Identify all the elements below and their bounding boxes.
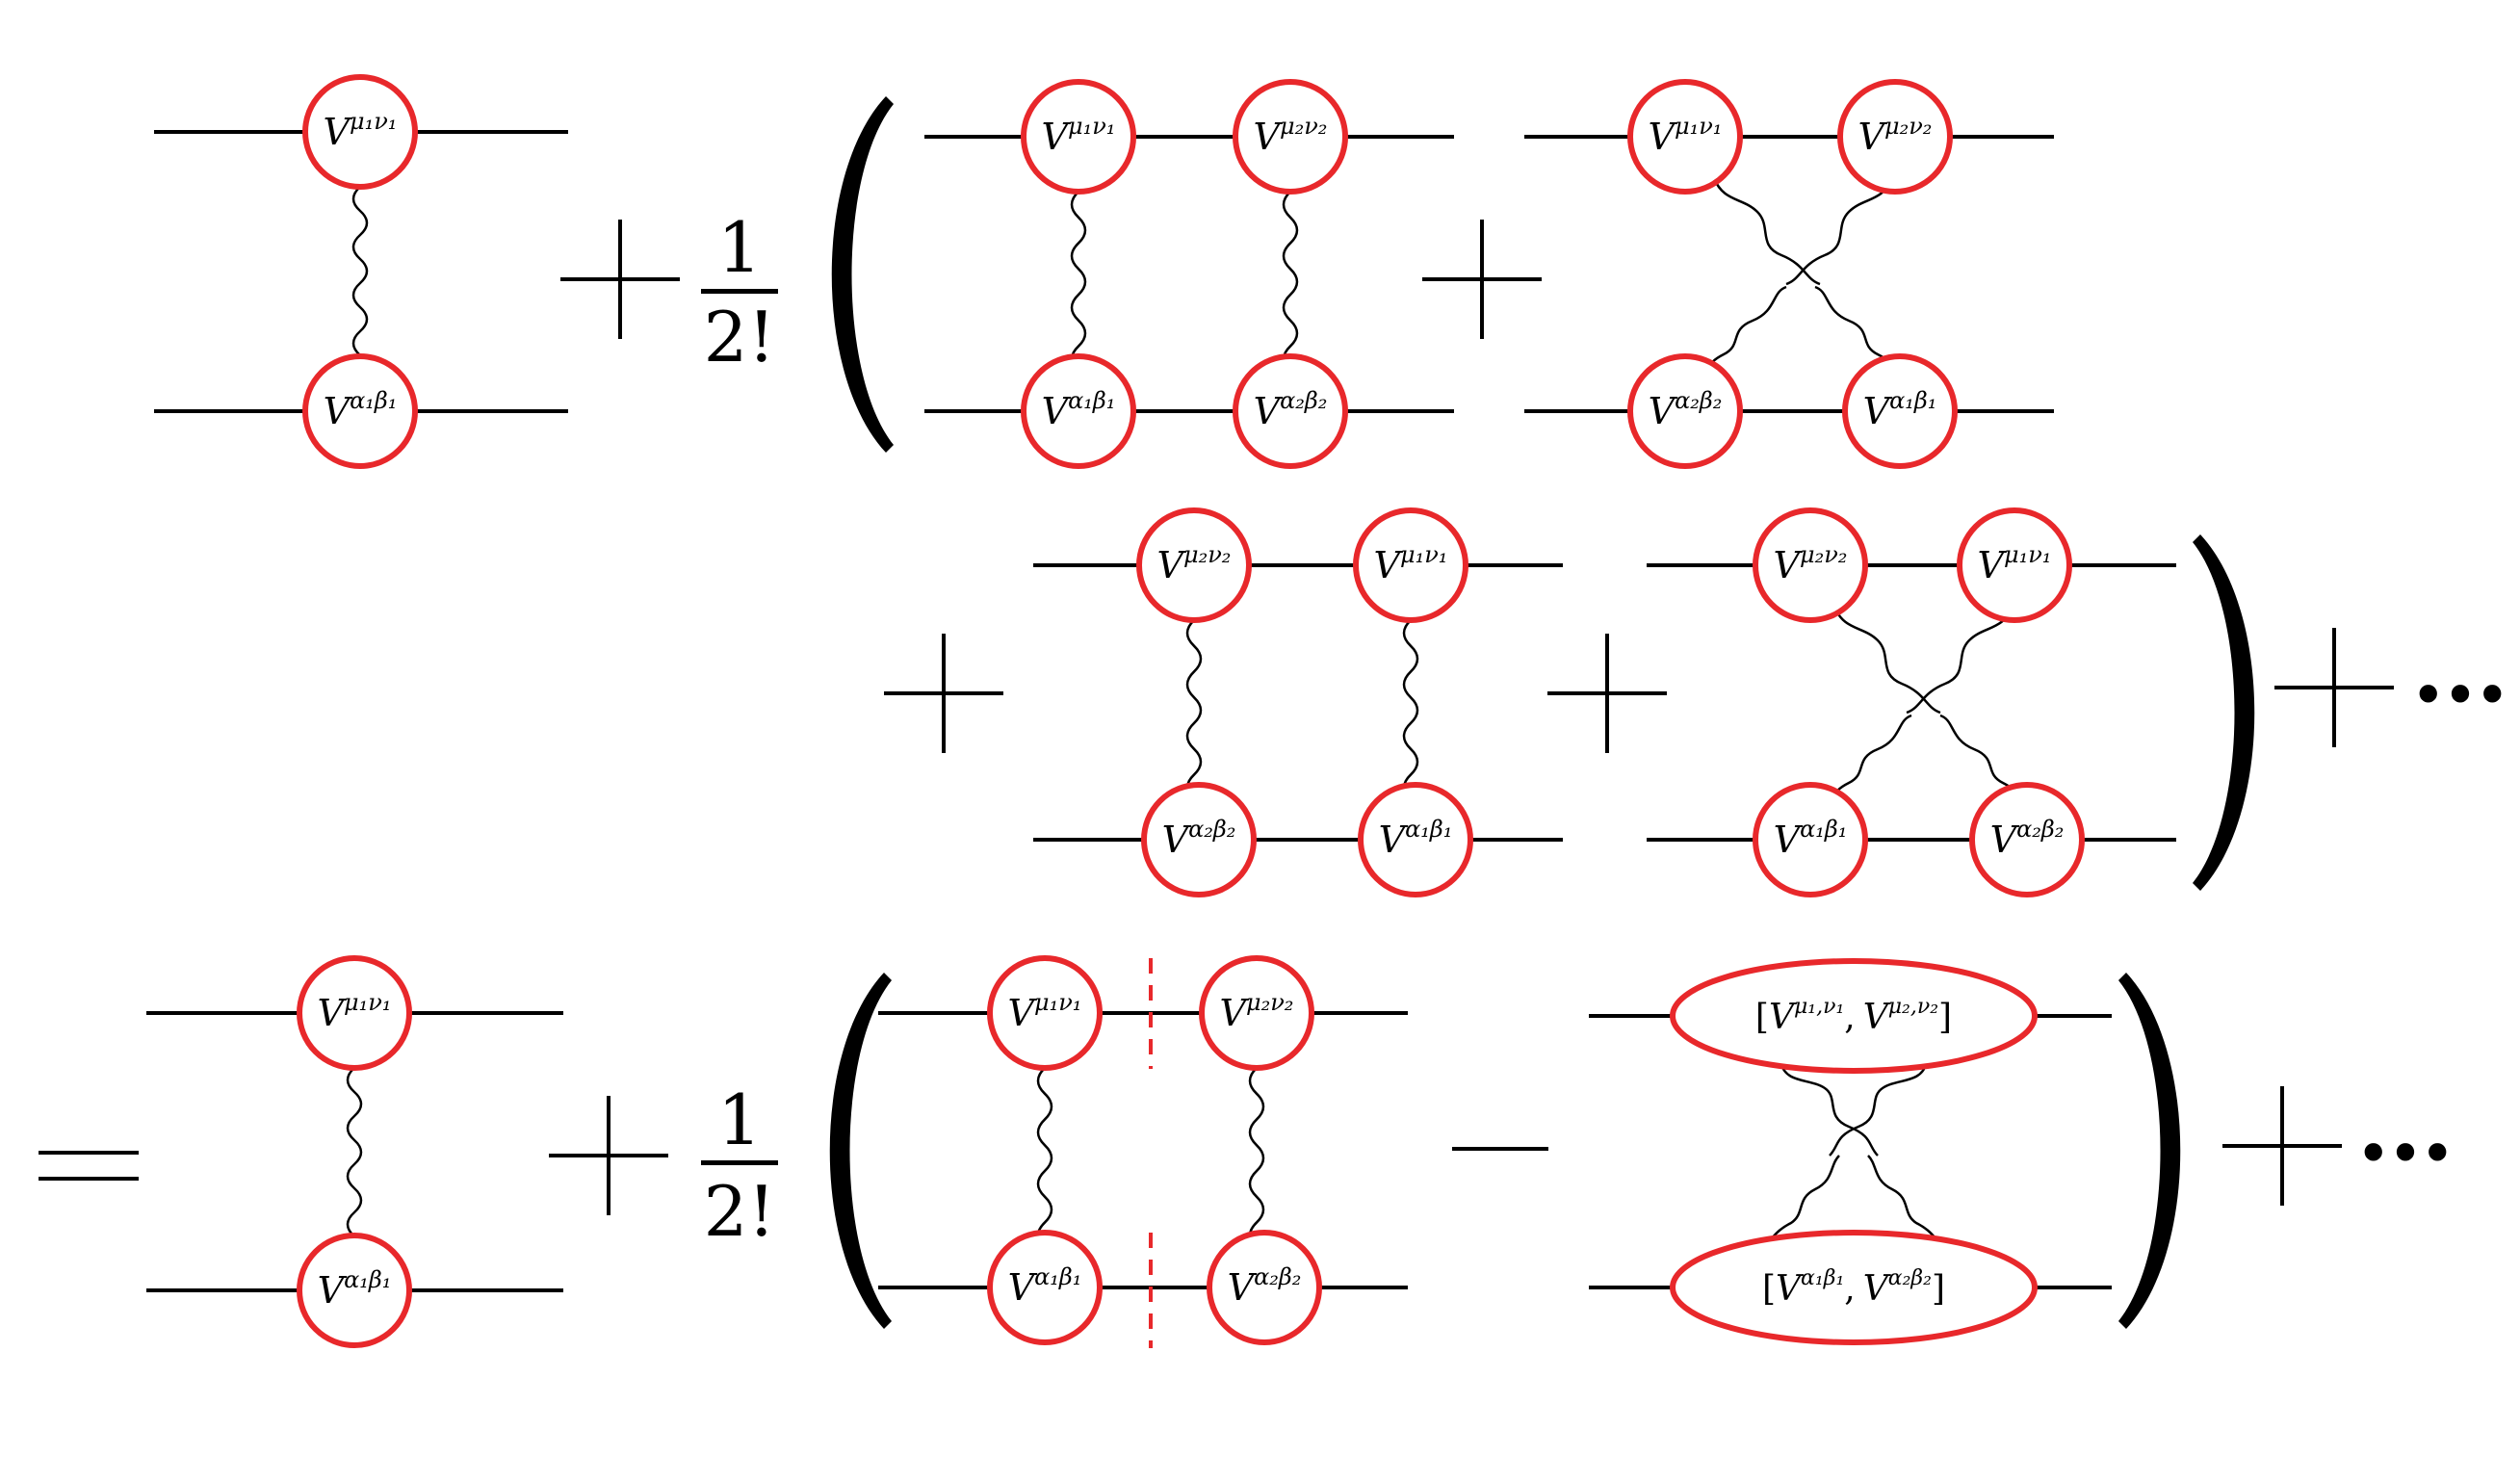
vertex-al1be1: Vα₁β₁: [1021, 353, 1136, 469]
minus-sign: [1452, 1147, 1548, 1151]
equals-sign: [39, 1151, 139, 1181]
fraction-one-over-two-factorial: 1 2!: [701, 207, 778, 377]
vertex-al2be2: Vα₂β₂: [1627, 353, 1743, 469]
commutator-vertex-top: [Vμ₁,ν₁,Vμ₂,ν₂]: [1670, 958, 2038, 1074]
svg-text:Vα₂β₂: Vα₂β₂: [1990, 816, 2065, 861]
svg-text:[Vμ₁,ν₁,Vμ₂,ν₂]: [Vμ₁,ν₁,Vμ₂,ν₂]: [1755, 995, 1952, 1037]
diagram-crossed-row1: Vμ₁ν₁ Vμ₂ν₂ Vα₂β₂ Vα₁β₁: [1524, 79, 2054, 469]
svg-text:Vμ₁ν₁: Vμ₁ν₁: [324, 108, 398, 153]
vertex-al1be1: Vα₁β₁: [302, 353, 418, 469]
svg-text:Vμ₂ν₂: Vμ₂ν₂: [1157, 541, 1232, 586]
right-paren: [2193, 534, 2255, 891]
svg-text:Vα₁β₁: Vα₁β₁: [1379, 816, 1453, 861]
plus-sign: [549, 1096, 668, 1215]
diagram-single-exchange-row3: Vμ₁ν₁ Vα₁β₁: [146, 955, 563, 1348]
vertex-al1be1: Vα₁β₁: [1842, 353, 1958, 469]
left-paren: [829, 973, 892, 1329]
svg-text:Vα₂β₂: Vα₂β₂: [1254, 387, 1328, 432]
svg-text:Vμ₂ν₂: Vμ₂ν₂: [1858, 113, 1933, 158]
plus-sign: [560, 220, 680, 339]
svg-text:2!: 2!: [704, 297, 776, 377]
vertex-al1be1: Vα₁β₁: [987, 1230, 1103, 1345]
plus-sign: [1547, 634, 1667, 753]
diagram-commutator-row3: [Vμ₁,ν₁,Vμ₂,ν₂] [Vα₁β₁,Vα₂β₂]: [1589, 958, 2112, 1345]
ellipsis: •••: [2412, 666, 2508, 725]
svg-text:Vμ₁ν₁: Vμ₁ν₁: [1649, 113, 1723, 158]
svg-text:Vμ₁ν₁: Vμ₁ν₁: [1008, 989, 1082, 1034]
vertex-mu1nu1: Vμ₁ν₁: [297, 955, 412, 1071]
vertex-mu1nu1: Vμ₁ν₁: [1021, 79, 1136, 195]
vertex-mu2nu2: Vμ₂ν₂: [1136, 507, 1252, 623]
vertex-mu2nu2: Vμ₂ν₂: [1753, 507, 1868, 623]
diagram-crossed-row2: Vμ₂ν₂ Vμ₁ν₁ Vα₁β₁ Vα₂β₂: [1647, 507, 2176, 897]
svg-text:Vα₁β₁: Vα₁β₁: [1008, 1263, 1082, 1309]
svg-text:Vμ₂ν₂: Vμ₂ν₂: [1774, 541, 1848, 586]
vertex-mu1nu1: Vμ₁ν₁: [1957, 507, 2072, 623]
vertex-mu2nu2: Vμ₂ν₂: [1233, 79, 1348, 195]
fraction-one-over-two-factorial: 1 2!: [701, 1079, 778, 1252]
svg-text:Vμ₂ν₂: Vμ₂ν₂: [1254, 113, 1328, 158]
plus-sign: [2274, 628, 2394, 747]
diagram-ladder-row1: Vμ₁ν₁ Vμ₂ν₂ Vα₁β₁ Vα₂β₂: [924, 79, 1454, 469]
svg-text:Vα₁β₁: Vα₁β₁: [1042, 387, 1116, 432]
vertex-al2be2: Vα₂β₂: [1141, 782, 1257, 897]
vertex-al2be2: Vα₂β₂: [1207, 1230, 1322, 1345]
vertex-al2be2: Vα₂β₂: [1233, 353, 1348, 469]
vertex-al1be1: Vα₁β₁: [1753, 782, 1868, 897]
svg-text:Vμ₂ν₂: Vμ₂ν₂: [1220, 989, 1294, 1034]
vertex-mu2nu2: Vμ₂ν₂: [1837, 79, 1953, 195]
vertex-mu1nu1: Vμ₁ν₁: [1353, 507, 1468, 623]
svg-text:1: 1: [717, 207, 762, 288]
vertex-mu1nu1: Vμ₁ν₁: [302, 74, 418, 190]
plus-sign: [2222, 1086, 2342, 1206]
diagram-ladder-row2: Vμ₂ν₂ Vμ₁ν₁ Vα₂β₂ Vα₁β₁: [1033, 507, 1563, 897]
svg-text:2!: 2!: [704, 1171, 776, 1252]
svg-text:Vμ₁ν₁: Vμ₁ν₁: [318, 989, 392, 1034]
vertex-mu1nu1: Vμ₁ν₁: [1627, 79, 1743, 195]
vertex-mu2nu2: Vμ₂ν₂: [1199, 955, 1314, 1071]
svg-text:Vα₁β₁: Vα₁β₁: [324, 387, 398, 432]
svg-text:Vμ₁ν₁: Vμ₁ν₁: [1374, 541, 1448, 586]
svg-text:Vα₂β₂: Vα₂β₂: [1228, 1263, 1302, 1309]
diagram-ladder-cut-row3: Vμ₁ν₁ Vμ₂ν₂ Vα₁β₁ Vα₂β₂: [878, 955, 1408, 1348]
plus-sign: [884, 634, 1003, 753]
vertex-al1be1: Vα₁β₁: [1358, 782, 1473, 897]
svg-text:Vμ₁ν₁: Vμ₁ν₁: [1978, 541, 2052, 586]
svg-text:[Vα₁β₁,Vα₂β₂]: [Vα₁β₁,Vα₂β₂]: [1762, 1266, 1945, 1309]
plus-sign: [1422, 220, 1542, 339]
svg-text:Vμ₁ν₁: Vμ₁ν₁: [1042, 113, 1116, 158]
svg-text:Vα₂β₂: Vα₂β₂: [1649, 387, 1723, 432]
svg-text:1: 1: [717, 1079, 762, 1160]
diagram-single-exchange-row1: Vμ₁ν₁ Vα₁β₁: [154, 74, 568, 469]
svg-text:Vα₁β₁: Vα₁β₁: [1774, 816, 1848, 861]
right-paren: [2118, 973, 2181, 1329]
svg-text:Vα₁β₁: Vα₁β₁: [1863, 387, 1937, 432]
vertex-al1be1: Vα₁β₁: [297, 1233, 412, 1348]
vertex-mu1nu1: Vμ₁ν₁: [987, 955, 1103, 1071]
ellipsis: •••: [2357, 1125, 2454, 1183]
svg-text:Vα₁β₁: Vα₁β₁: [318, 1266, 392, 1312]
left-paren: [831, 96, 894, 453]
vertex-al2be2: Vα₂β₂: [1969, 782, 2085, 897]
svg-text:Vα₂β₂: Vα₂β₂: [1162, 816, 1236, 861]
commutator-vertex-bottom: [Vα₁β₁,Vα₂β₂]: [1670, 1230, 2038, 1345]
